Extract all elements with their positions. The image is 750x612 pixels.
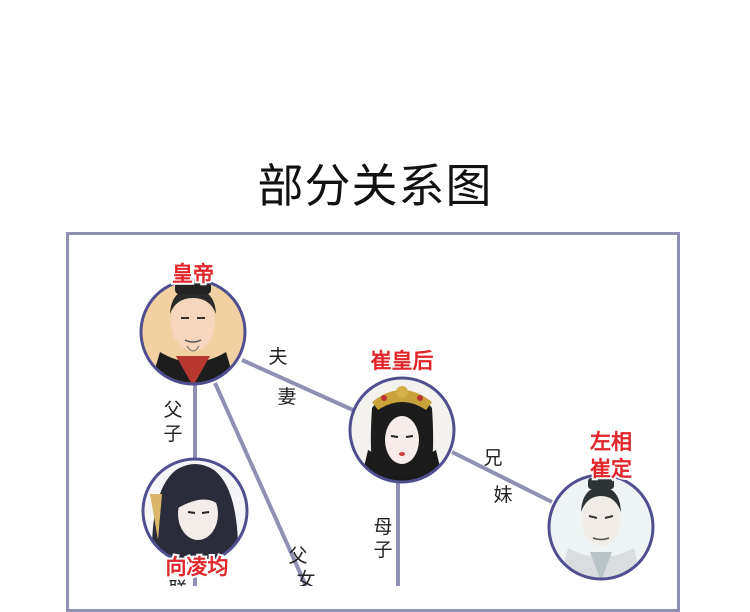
relation-wife: 妻 xyxy=(277,386,296,408)
relation-daughter: 女 xyxy=(296,569,315,586)
relation-elder-brother: 兄 xyxy=(483,447,502,469)
empress-portrait-icon xyxy=(348,376,456,484)
relation-father-2: 父 xyxy=(288,545,307,567)
prince-partial-text: 联 xyxy=(168,578,187,586)
relation-son-1: 子 xyxy=(163,423,182,445)
prince-portrait-icon xyxy=(141,457,249,565)
relationship-graph: 皇帝 崔皇后 左相 崔定 向凌均 夫 妻 父 子 兄 妹 母 子 父 女 联 xyxy=(139,260,655,586)
relation-husband: 夫 xyxy=(268,346,287,368)
relation-son-2: 子 xyxy=(373,539,392,561)
relation-mother: 母 xyxy=(373,516,392,538)
edges xyxy=(193,358,553,586)
edge-emperor-empress xyxy=(241,358,354,412)
empress-role-label: 崔皇后 xyxy=(371,349,434,373)
diagram-title: 部分关系图 xyxy=(257,159,493,213)
chancellor-role-label: 左相 xyxy=(590,430,632,454)
relation-father-1: 父 xyxy=(163,399,182,421)
edge-emperor-daughter xyxy=(213,382,308,586)
chancellor-portrait-icon xyxy=(547,473,655,581)
prince-role-label: 向凌均 xyxy=(166,555,229,579)
emperor-role-label: 皇帝 xyxy=(172,262,214,286)
chancellor-name-label: 崔定 xyxy=(590,457,632,481)
relation-younger-sister: 妹 xyxy=(493,484,512,506)
emperor-portrait-icon xyxy=(139,278,247,386)
edge-empress-chancellor xyxy=(451,450,553,504)
